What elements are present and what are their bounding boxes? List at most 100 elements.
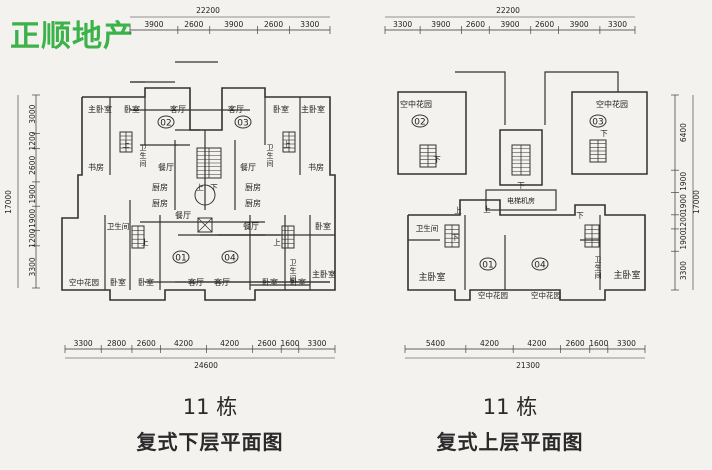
lower-label-up: 上 <box>273 238 281 247</box>
upper-label-sky-garden: 空中花园 <box>400 99 432 109</box>
lower-unit-02-ring <box>157 115 175 129</box>
upper-unit-04-ring <box>531 257 549 271</box>
lower-plan-title: 复式下层平面图 <box>136 430 284 454</box>
upper-label-sky-garden: 空中花园 <box>531 290 561 300</box>
lower-label-kitchen: 厨房 <box>245 198 261 208</box>
lower-label-living-room: 客厅 <box>214 277 230 287</box>
lower-label-up: 上 <box>196 183 204 192</box>
lower-label-up: 上 <box>122 140 130 149</box>
lower-label-bedroom: 卧室 <box>138 277 154 287</box>
upper-label-bathroom-char: 间 <box>595 272 602 280</box>
upper-outer-wall <box>407 199 646 301</box>
upper-bottom-dim-label: 5400 <box>426 339 445 348</box>
upper-top-dim-label: 2600 <box>535 20 554 29</box>
upper-right-total-dim: 17000 <box>692 190 701 214</box>
upper-right-dim-label: 6400 <box>679 123 688 142</box>
upper-label-sky-garden: 空中花园 <box>596 99 628 109</box>
lower-label-bathroom-char: 间 <box>140 160 147 168</box>
lower-left-dim-label: 1900 <box>28 209 37 228</box>
lower-bottom-dim-label: 3300 <box>74 339 93 348</box>
lower-label-down: 下 <box>210 183 218 192</box>
upper-unit-03: 03 <box>592 118 603 128</box>
upper-roof-line <box>455 71 506 125</box>
lower-unit-01-ring <box>172 250 190 264</box>
lower-label-bathroom-char: 卫 <box>267 144 274 152</box>
lower-top-dim-label: 2600 <box>264 20 283 29</box>
lower-label-study: 书房 <box>88 162 104 172</box>
lower-label-bedroom: 卧室 <box>273 104 289 114</box>
lower-unit-04: 04 <box>224 254 236 264</box>
upper-bottom-dim-label: 1600 <box>589 339 608 348</box>
lower-label-master-bedroom: 主卧室 <box>312 269 336 279</box>
upper-label-down: 下 <box>451 233 459 242</box>
lower-label-bathroom-char: 生 <box>267 151 274 160</box>
lower-label-bathroom-char: 间 <box>290 275 297 283</box>
lower-outer-wall <box>61 87 336 301</box>
upper-sky-garden-02 <box>397 91 467 175</box>
lower-unit-03-ring <box>234 115 252 129</box>
lower-bottom-dim-label: 2600 <box>137 339 156 348</box>
lower-label-living-room: 客厅 <box>188 277 204 287</box>
lower-label-dining: 餐厅 <box>243 222 259 231</box>
upper-label-up: 上 <box>483 205 491 214</box>
upper-label-sky-garden: 空中花园 <box>478 290 508 300</box>
upper-unit-01: 01 <box>482 261 493 271</box>
upper-label-bathroom-char: 卫 <box>595 256 602 264</box>
lower-bottom-dim-label: 1600 <box>280 339 299 348</box>
lower-label-dining: 餐厅 <box>240 163 256 172</box>
lower-label-up: 上 <box>141 238 149 247</box>
upper-bottom-dim-label: 4200 <box>480 339 499 348</box>
lower-label-kitchen: 厨房 <box>152 182 168 192</box>
upper-label-down: 下 <box>517 181 525 190</box>
lower-label-master-bedroom: 主卧室 <box>88 104 112 114</box>
upper-plan-title: 复式上层平面图 <box>436 430 584 454</box>
lower-label-bedroom: 卧室 <box>110 277 126 287</box>
upper-core <box>499 129 543 186</box>
lower-top-total-dim: 22200 <box>196 6 220 15</box>
lower-label-bathroom-char: 卫 <box>140 144 147 152</box>
lower-top-dim-label: 2600 <box>184 20 203 29</box>
lower-left-total-dim: 17000 <box>4 190 13 214</box>
lower-left-dim-label: 1900 <box>28 184 37 203</box>
lower-unit-02: 02 <box>160 119 171 129</box>
lower-label-dining: 餐厅 <box>175 211 191 220</box>
upper-unit-02-ring <box>411 114 429 128</box>
lower-elevator-shaft <box>197 217 213 233</box>
upper-top-dim-label: 3300 <box>608 20 627 29</box>
upper-label-up: 上 <box>454 206 462 215</box>
lower-label-bathroom-char: 生 <box>140 151 147 160</box>
lower-elevator-x <box>197 217 213 233</box>
lower-bottom-dim-label: 4200 <box>220 339 239 348</box>
upper-right-dim-label: 3300 <box>679 261 688 280</box>
lower-top-dim-label: 3300 <box>300 20 319 29</box>
lower-bottom-total-dim: 24600 <box>194 361 218 370</box>
lower-unit-03: 03 <box>237 119 248 129</box>
lower-label-sky-garden: 空中花园 <box>69 277 99 287</box>
upper-unit-01-ring <box>479 257 497 271</box>
upper-label-down: 下 <box>576 211 584 220</box>
lower-label-bathroom-char: 生 <box>290 266 297 275</box>
upper-label-master-bedroom: 主卧室 <box>418 271 445 283</box>
lower-label-bedroom: 卧室 <box>124 104 140 114</box>
lower-top-dim-label: 3900 <box>224 20 243 29</box>
upper-label-bathroom-char: 生 <box>595 263 602 272</box>
upper-label-elevator-room: 电梯机房 <box>507 196 535 205</box>
lower-left-dim-label: 1200 <box>28 131 37 150</box>
lower-plan-building-number: 11 栋 <box>182 395 238 419</box>
lower-label-up: 上 <box>283 140 291 149</box>
lower-label-kitchen: 厨房 <box>152 198 168 208</box>
upper-sky-garden-03 <box>571 91 648 175</box>
upper-right-dim-label: 1900 <box>679 172 688 191</box>
upper-right-dim-label: 1900 <box>679 230 688 249</box>
upper-label-bathroom: 卫生间 <box>416 223 439 233</box>
lower-label-bathroom-char: 间 <box>267 160 274 168</box>
upper-bottom-dim-label: 3300 <box>617 339 636 348</box>
upper-roof-line <box>544 71 619 125</box>
lower-left-dim-label: 2600 <box>28 156 37 175</box>
upper-label-master-bedroom: 主卧室 <box>613 269 640 281</box>
lower-unit-04-ring <box>221 250 239 264</box>
upper-label-down: 下 <box>600 129 608 138</box>
